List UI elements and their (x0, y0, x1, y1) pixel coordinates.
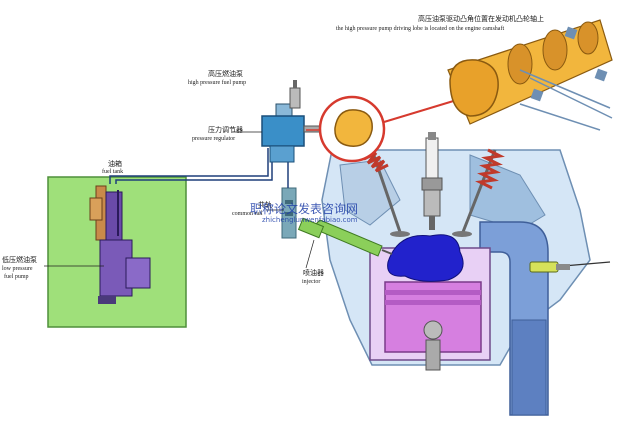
cam-lobe-callout (306, 95, 471, 163)
camshaft-label-en: the high pressure pump driving lobe is l… (336, 26, 505, 32)
camshaft-label-cn: 高压油泵驱动凸角位置在发动机凸轮轴上 (418, 15, 544, 23)
lp-pump-label-en1: low pressure (2, 266, 33, 272)
hp-pump-label-cn: 高压燃油泵 (208, 70, 243, 78)
fuel-spray (387, 234, 464, 282)
injector (297, 217, 393, 257)
regulator-label-cn: 压力调节器 (208, 126, 243, 134)
injector-label-cn: 喷油器 (303, 269, 324, 277)
tank-label-en: fuel tank (102, 169, 124, 175)
rail-label-en: common rail (232, 211, 263, 217)
leader-lines (44, 131, 315, 269)
camshaft (447, 19, 613, 131)
high-pressure-fuel-pump (261, 80, 329, 163)
common-rail (281, 187, 297, 239)
hp-pump-label-en: high pressure fuel pump (188, 80, 247, 86)
spark-plug (421, 132, 443, 230)
watermark-en: zhichenglunwenfabiao.com (262, 216, 358, 224)
regulator-label-en: pressure regulator (192, 136, 236, 142)
cylinder (369, 247, 491, 371)
lp-pump-label-cn: 低压燃油泵 (2, 256, 37, 264)
low-pressure-fuel-pump (89, 185, 151, 304)
exhaust-valve (452, 148, 505, 237)
oxygen-sensor (529, 261, 611, 273)
tank-label-cn: 油箱 (108, 160, 122, 168)
rail-label-cn: 共轨 (258, 201, 272, 209)
injector-label-en: injector (302, 279, 321, 285)
lp-pump-label-en2: fuel pump (4, 274, 29, 280)
watermark-cn: 职称论文发表咨询网 (250, 202, 359, 216)
